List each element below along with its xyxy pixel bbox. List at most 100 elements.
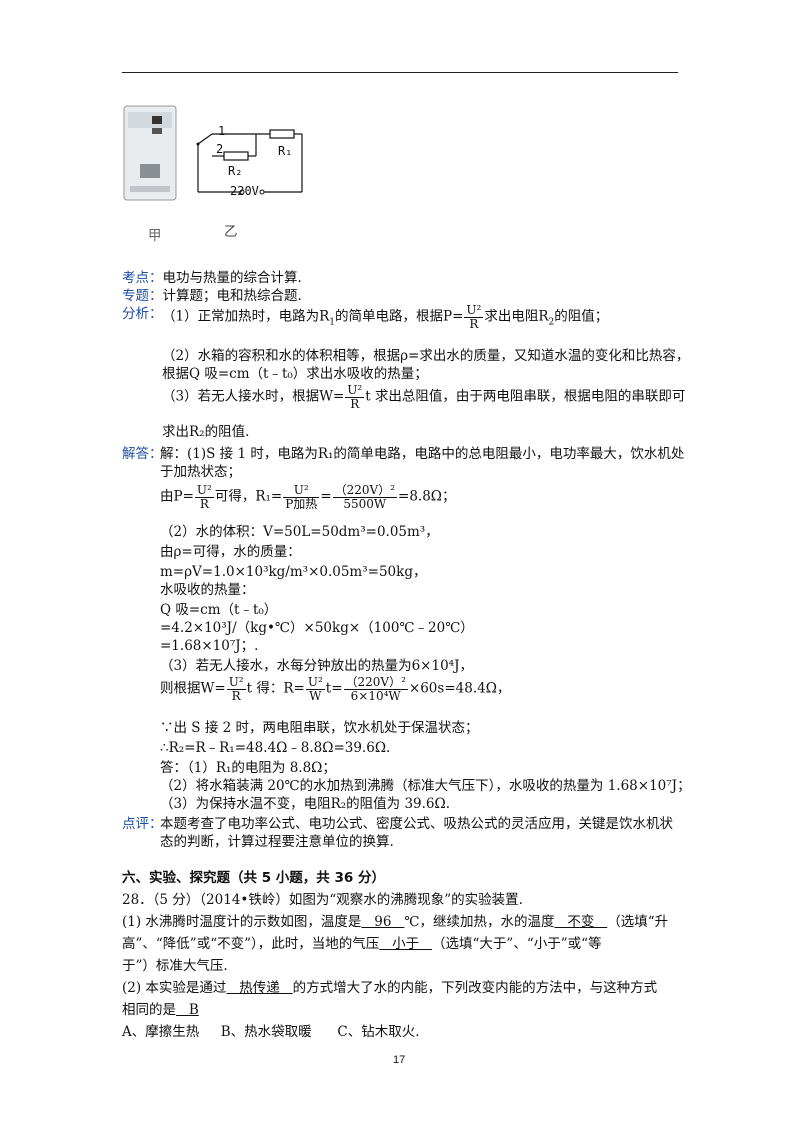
figure: 1 2 R₁ R₂ 220V 甲 乙 bbox=[118, 100, 318, 250]
dianping-tag: 点评： bbox=[122, 816, 163, 832]
header-rule bbox=[122, 72, 678, 73]
kaodian-tag: 考点： bbox=[122, 270, 163, 286]
kaodian-text: 电功与热量的综合计算. bbox=[162, 270, 302, 286]
jieda-line: （3）为保持水温不变，电阻R₂的阻值为 39.6Ω. bbox=[160, 796, 450, 812]
denominator: R bbox=[469, 316, 479, 331]
jieda-text: t= bbox=[325, 680, 343, 697]
jieda-text: t 得：R= bbox=[246, 680, 305, 697]
answer-method: 热传递 bbox=[226, 980, 293, 996]
zhuanti-text: 计算题；电和热综合题. bbox=[162, 288, 302, 304]
q28-part2-line1: (2) 本实验是通过 热传递 的方式增大了水的内能，下列改变内能的方法中，与这种… bbox=[122, 976, 657, 996]
jieda-text: 可得，R₁= bbox=[214, 488, 283, 505]
fenxi-text: 的阻值； bbox=[554, 308, 609, 325]
q-text: （选填“升 bbox=[607, 914, 669, 930]
jieda-line: （2）将水箱装满 20℃的水加热到沸腾（标准大气压下），水吸收的热量为 1.68… bbox=[160, 778, 691, 794]
r1-label: R₁ bbox=[278, 144, 293, 158]
numerator: U² bbox=[226, 675, 246, 690]
numerator: （220V）² bbox=[332, 483, 398, 498]
numerator: U² bbox=[283, 484, 320, 498]
denominator: R bbox=[350, 396, 360, 411]
answer-temperature: 96 bbox=[361, 914, 405, 930]
jieda-text: = bbox=[320, 488, 332, 505]
q28-part1-line1: (1) 水沸腾时温度计的示数如图，温度是 96 ℃，继续加热，水的温度 不变 （… bbox=[122, 910, 668, 930]
q28-part1-line2: 高”、“降低”或“不变”），此时，当地的气压 小于 （选填“大于”、“小于”或“… bbox=[122, 932, 602, 952]
jieda-line: ∵出 S 接 2 时，两电阻串联，饮水机处于保温状态； bbox=[160, 720, 479, 736]
fenxi-text: （1）正常加热时，电路为R bbox=[162, 308, 330, 325]
fenxi-line-3: 根据Q 吸=cm（t﹣t₀）求出水吸收的热量； bbox=[162, 366, 428, 382]
answer-temperature-change: 不变 bbox=[554, 914, 608, 930]
jieda-line: 水吸收的热量： bbox=[160, 582, 255, 598]
jieda-line: =4.2×10³J/（kg•℃）×50kg×（100℃﹣20℃） bbox=[160, 620, 474, 636]
jieda-text: 由P= bbox=[160, 488, 194, 505]
q-text: (1) 水沸腾时温度计的示数如图，温度是 bbox=[122, 914, 362, 930]
fenxi-tag: 分析： bbox=[122, 306, 163, 322]
water-dispenser-image bbox=[123, 105, 177, 201]
numerator: （220V）² bbox=[343, 675, 408, 690]
q28-part2-line2: 相同的是 B bbox=[122, 998, 199, 1018]
jieda-text: =8.8Ω； bbox=[398, 488, 456, 505]
jieda-line: 于加热状态； bbox=[160, 464, 241, 480]
q-text: 高”、“降低”或“不变”），此时，当地的气压 bbox=[122, 936, 380, 952]
jieda-text: 则根据W= bbox=[160, 680, 226, 697]
q-text: （选填“大于”、“小于”或“等 bbox=[432, 936, 602, 952]
jieda-line: （3）若无人接水，水每分钟放出的热量为6×10⁴J， bbox=[160, 658, 473, 674]
page-number: 17 bbox=[393, 1054, 406, 1066]
zhuanti-tag: 专题： bbox=[122, 288, 163, 304]
denominator: 6×10⁴W bbox=[350, 688, 401, 703]
section-heading: 六、实验、探究题（共 5 小题，共 36 分） bbox=[122, 870, 385, 886]
jieda-line: Q 吸=cm（t﹣t₀） bbox=[160, 602, 278, 618]
jieda-line: ∴R₂=R﹣R₁=48.4Ω﹣8.8Ω=39.6Ω. bbox=[160, 740, 391, 756]
r2-label: R₂ bbox=[228, 164, 243, 178]
answer-choice: B bbox=[176, 1002, 199, 1018]
figure-label-jia: 甲 bbox=[148, 228, 162, 244]
jieda-line: m=ρV=1.0×10³kg/m³×0.05m³=50kg， bbox=[160, 564, 427, 580]
switch-label-1: 1 bbox=[218, 124, 226, 138]
jieda-line: =1.68×10⁷J；. bbox=[160, 638, 259, 654]
fenxi-text: t 求出总阻值，由于两电阻串联，根据电阻的串联即可 bbox=[365, 388, 686, 405]
answer-pressure: 小于 bbox=[379, 936, 433, 952]
jieda-line: 解：(1)S 接 1 时，电路为R₁的简单电路，电路中的总电阻最小，电功率最大，… bbox=[160, 446, 685, 462]
q28-options: A、摩擦生热 B、热水袋取暖 C、钻木取火. bbox=[122, 1024, 420, 1040]
jieda-text: ×60s=48.4Ω， bbox=[408, 680, 511, 697]
jieda-tag: 解答： bbox=[122, 446, 163, 462]
q28-part1-line3: 于”）标准大气压. bbox=[122, 958, 228, 974]
denominator: P加热 bbox=[285, 496, 318, 511]
q-text: 相同的是 bbox=[122, 1002, 176, 1018]
denominator: 5500W bbox=[343, 496, 387, 511]
fenxi-line-5: 求出R₂的阻值. bbox=[162, 424, 250, 440]
fenxi-line-2: （2）水箱的容积和水的体积相等，根据ρ=求出水的质量，又知道水温的变化和比热容， bbox=[162, 348, 690, 364]
jieda-line: 答：（1）R₁的电阻为 8.8Ω； bbox=[160, 760, 336, 776]
fenxi-text: 的简单电路，根据P= bbox=[335, 308, 464, 325]
figure-label-yi: 乙 bbox=[224, 224, 238, 240]
dianping-line-2: 态的判断，计算过程要注意单位的换算. bbox=[160, 834, 394, 850]
switch-label-2: 2 bbox=[216, 142, 224, 156]
denominator: W bbox=[309, 688, 322, 703]
denominator: R bbox=[199, 496, 209, 511]
dianping-line-1: 本题考查了电功率公式、电功公式、密度公式、吸热公式的灵活应用，关键是饮水机状 bbox=[160, 816, 673, 832]
jieda-line: （2）水的体积：V=50L=50dm³=0.05m³， bbox=[160, 524, 439, 540]
denominator: R bbox=[231, 688, 241, 703]
numerator: U² bbox=[305, 675, 325, 690]
circuit-diagram bbox=[196, 129, 303, 195]
jieda-line: 由ρ=可得，水的质量： bbox=[160, 544, 301, 560]
fenxi-text: 求出电阻R bbox=[484, 308, 549, 325]
fenxi-text: （3）若无人接水时，根据W= bbox=[162, 388, 345, 405]
numerator: U² bbox=[345, 383, 365, 398]
q-text: (2) 本实验是通过 bbox=[122, 980, 227, 996]
question-28: 28．（5 分）（2014•铁岭）如图为“观察水的沸腾现象”的实验装置. bbox=[122, 892, 523, 908]
q-text: 的方式增大了水的内能，下列改变内能的方法中，与这种方式 bbox=[292, 980, 658, 996]
source-label: 220V bbox=[230, 184, 259, 198]
q-text: ℃，继续加热，水的温度 bbox=[404, 914, 555, 930]
